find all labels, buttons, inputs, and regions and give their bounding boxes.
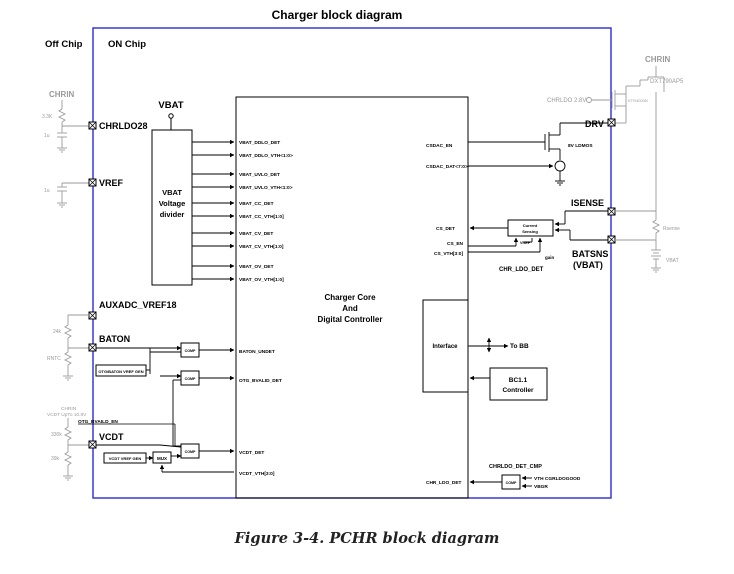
diagram-title: Charger block diagram [272, 8, 403, 22]
sig-vbat-cc-vth: VBAT_CC_VTH[1:0] [239, 214, 284, 220]
comp-chrldo-label: COMP [506, 481, 517, 485]
core-line-3: Digital Controller [318, 315, 383, 324]
gain-label: gain [545, 255, 555, 260]
sig-chr-ldo-det: CHR_LDO_DET [426, 480, 462, 486]
current-sensing-label-1: Current [523, 223, 538, 228]
divider-line-2: Voltage [159, 199, 186, 208]
rsense-network [615, 210, 661, 273]
otg-vref-gen [95, 364, 147, 377]
r-39k-label: 39k [51, 456, 60, 462]
pin-chrldo28-label: CHRLDO28 [99, 121, 148, 131]
pin-baton-label: BATON [99, 334, 130, 344]
vref-small-label: VREF [520, 241, 531, 245]
chrin-small-label: CHRIN [61, 406, 77, 412]
vbat-node-label: VBAT [158, 100, 183, 111]
vcdt-vref-gen-label: VCDT VREF GEN [109, 456, 142, 461]
comp-otg-label: COMP [185, 377, 196, 381]
pin-batsns-label: BATSNS [572, 249, 608, 259]
vcdt-upto-label: VCDT UpTo 10.8V [47, 412, 87, 418]
chrin-right-label: CHRIN [645, 55, 671, 64]
vbat-divider-block [151, 129, 193, 286]
divider-arrows [192, 139, 235, 282]
vcdt-wiring [96, 444, 235, 473]
bc11-label-2: Controller [502, 387, 534, 394]
ldmos-circuit [468, 122, 608, 186]
pin-vcdt-label: VCDT [99, 432, 124, 442]
sig-csdac-dat: CSDAC_DAT<7:0> [426, 164, 468, 170]
sig-csdac-en: CSDAC_EN [426, 143, 453, 149]
r-24k-label: 24k [53, 329, 62, 335]
c-1u-b-label: 1u [44, 188, 50, 194]
divider-line-1: VBAT [162, 188, 182, 197]
sig-cs-vth: CS_VTH[3:0] [434, 251, 463, 257]
charger-core-block [235, 96, 469, 499]
sig-vbat-ov-det: VBAT_OV_DET [239, 264, 274, 270]
sig-vbat-ddlo-vth: VBAT_DDLO_VTH<1:0> [239, 153, 293, 159]
vref-external-network [57, 182, 90, 208]
r-3k3-label: 3.3K [42, 114, 53, 120]
chrldo-external-network [57, 100, 90, 153]
vbgr-label: VBGR [534, 484, 548, 490]
comp-baton-label: COMP [185, 349, 196, 353]
chrldo-det-cmp-label: CHRLDO_DET_CMP [489, 464, 542, 470]
interface-wiring [468, 337, 509, 381]
pin-drv-label: DRV [585, 119, 604, 129]
chr-ldo-det-block-label: CHR_LDO_DET [499, 267, 544, 273]
chrldo-det-wiring [469, 475, 532, 489]
vcdt-external-network [63, 418, 89, 481]
chrin-left-label: CHRIN [49, 90, 75, 99]
pin-batsns-label-2: (VBAT) [573, 260, 603, 270]
core-line-1: Charger Core [324, 293, 376, 302]
comp-vcdt-label: COMP [185, 450, 196, 454]
on-chip-label: ON Chip [108, 39, 146, 50]
rntc-label: RNTC [47, 356, 61, 362]
sig-vbat-ov-vth: VBAT_OV_VTH[1:0] [239, 277, 284, 283]
baton-wiring [96, 345, 235, 446]
otg-bvaild-en-label: OTG_BVAILD_EN [78, 419, 118, 425]
otg-vref-gen-label: OTG/BATON VREF GEN [98, 369, 143, 374]
vbat-right-label: VBAT [666, 258, 679, 264]
sig-baton-undet: BATON_UNDET [239, 349, 275, 355]
pin-isense-label: ISENSE [571, 198, 604, 208]
sig-vbat-cc-det: VBAT_CC_DET [239, 201, 274, 207]
mux-label: MUX [157, 456, 167, 461]
sig-cs-en: CS_EN [447, 241, 464, 247]
current-sensing-wiring [468, 210, 608, 253]
core-line-2: And [342, 304, 358, 313]
sig-vbat-ddlo-det: VBAT_DDLO_DET [239, 140, 280, 146]
vbat-node [168, 113, 174, 119]
pin-auxadc-label: AUXADC_VREF18 [99, 300, 177, 310]
r-330k-label: 330k [51, 432, 62, 438]
sig-vbat-uvlo-vth: VBAT_UVLO_VTH<1:0> [239, 185, 293, 191]
off-chip-label: Off Chip [45, 39, 83, 50]
chrldo-28v-label: CHRLDO 2.8V [547, 98, 586, 104]
ktr-label: KTR4003N [628, 98, 648, 103]
divider-line-3: divider [160, 210, 185, 219]
interface-label: Interface [432, 344, 458, 350]
baton-external-network [63, 314, 89, 381]
sig-vcdt-det: VCDT_DET [239, 450, 264, 456]
rsense-label: Rsense [663, 226, 680, 232]
pin-vref-label: VREF [99, 178, 124, 188]
sig-vbat-cv-det: VBAT_CV_DET [239, 231, 273, 237]
c-1u-a-label: 1u [44, 133, 50, 139]
sig-vbat-uvlo-det: VBAT_UVLO_DET [239, 172, 280, 178]
external-mosfets [586, 66, 665, 210]
sig-vbat-cv-vth: VBAT_CV_VTH[1:0] [239, 244, 284, 250]
left-signal-labels: VBAT_DDLO_DET VBAT_DDLO_VTH<1:0> VBAT_UV… [239, 140, 293, 477]
bc11-controller-block [489, 367, 548, 401]
current-sensing-label-2: Sensing [522, 229, 538, 234]
dxt-label: DXT790AP5 [650, 79, 684, 85]
sig-vcdt-vth: VCDT_VTH[3:0] [239, 471, 275, 477]
bc11-label-1: BC1.1 [509, 377, 528, 384]
sig-otg-bvalid-det: OTG_BVALID_DET [239, 378, 282, 384]
to-bb-label: To BB [510, 343, 529, 350]
figure-caption: Figure 3-4. PCHR block diagram [234, 530, 500, 547]
vth-chrldogood-label: VTH CGRLDOGOOD [534, 476, 581, 482]
on-chip-boundary [92, 27, 612, 499]
sig-cs-det: CS_DET [436, 226, 455, 232]
ldmos-label: 8V LDMOS [568, 143, 593, 149]
